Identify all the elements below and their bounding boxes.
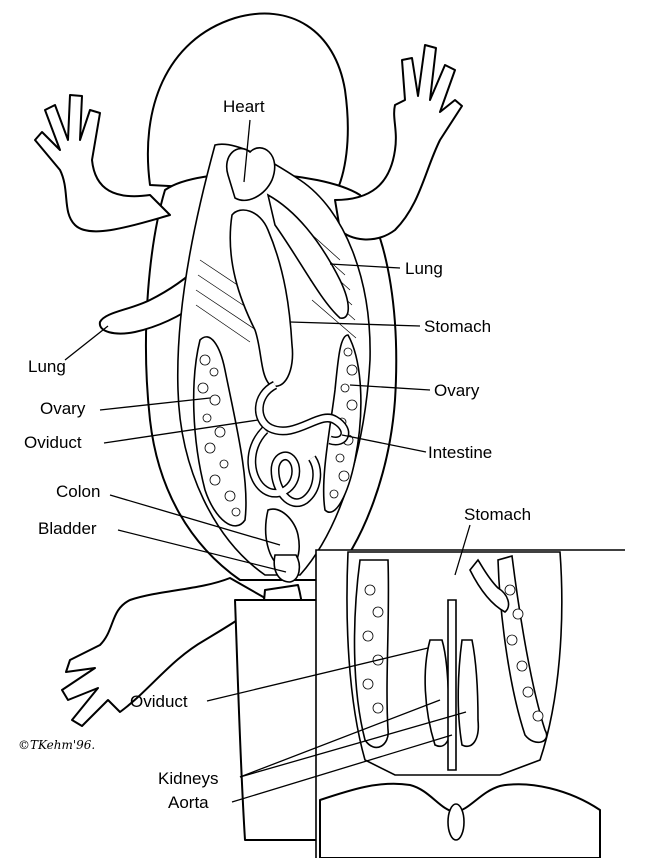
label-ovary-left: Ovary xyxy=(40,399,86,418)
lower-body xyxy=(235,600,320,840)
label-inset-kidneys: Kidneys xyxy=(158,769,218,788)
right-forelimb xyxy=(335,45,462,239)
label-inset-oviduct: Oviduct xyxy=(130,692,188,711)
inset-view xyxy=(316,550,647,858)
artist-signature: ©TKehm'96. xyxy=(18,738,95,752)
label-lung-right: Lung xyxy=(405,259,443,278)
label-intestine: Intestine xyxy=(428,443,492,462)
label-heart: Heart xyxy=(223,97,265,116)
label-stomach: Stomach xyxy=(424,317,491,336)
label-inset-aorta: Aorta xyxy=(168,793,209,812)
inset-right-kidney xyxy=(458,640,478,746)
label-oviduct: Oviduct xyxy=(24,433,82,452)
inset-aorta xyxy=(448,600,456,770)
label-ovary-right: Ovary xyxy=(434,381,480,400)
inset-cloaca xyxy=(448,804,464,840)
label-bladder: Bladder xyxy=(38,519,97,538)
label-inset-stomach: Stomach xyxy=(464,505,531,524)
label-lung-left: Lung xyxy=(28,357,66,376)
leader-lung-left xyxy=(65,326,108,360)
label-colon: Colon xyxy=(56,482,100,501)
